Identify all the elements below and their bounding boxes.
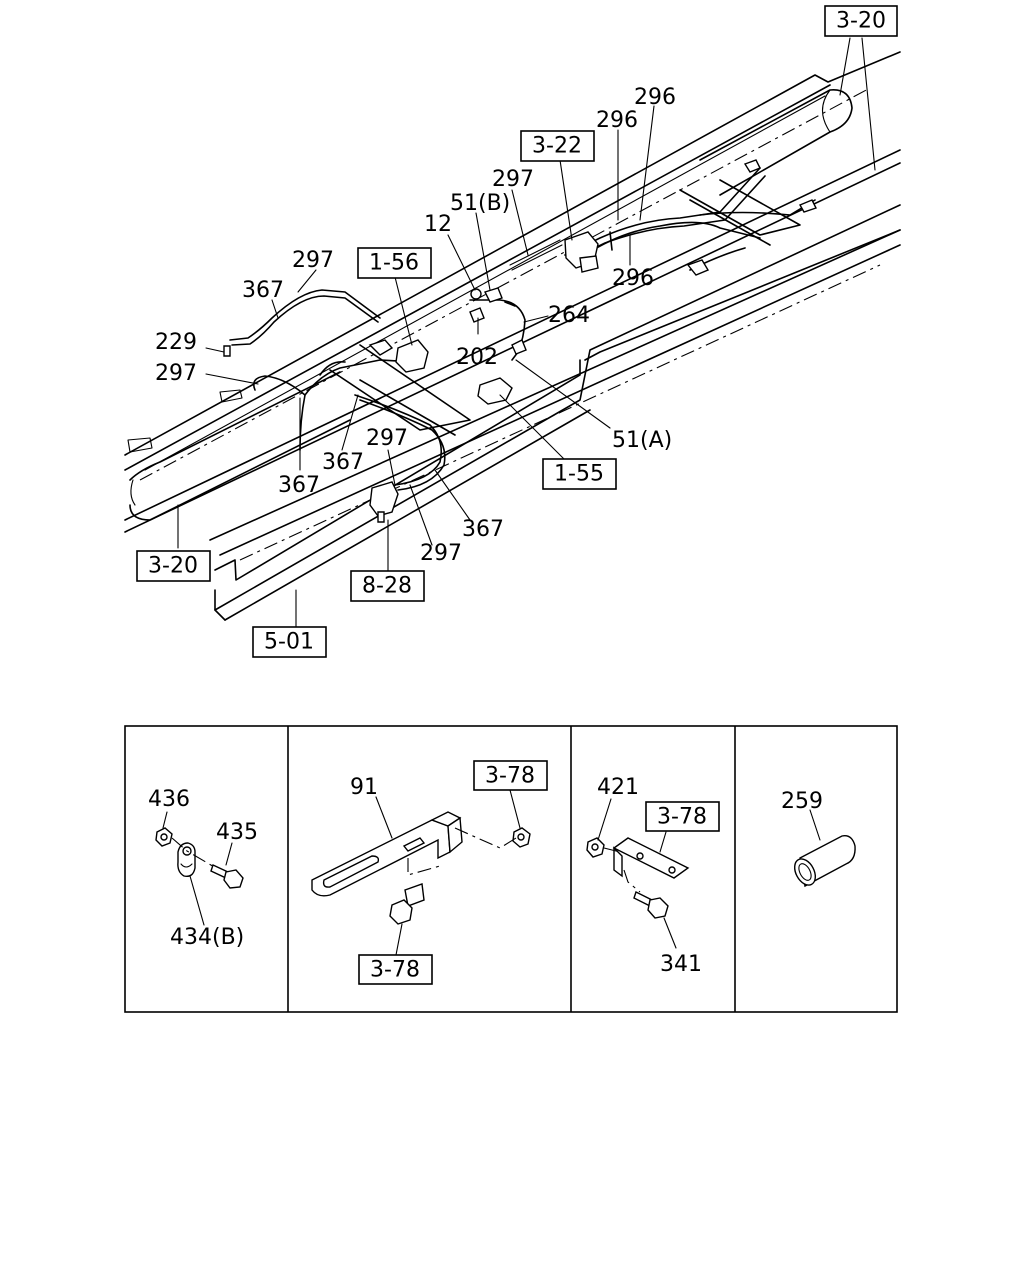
nut-421-icon [586, 837, 605, 858]
part-label-297: 297 [155, 361, 197, 386]
bracket-icon [612, 837, 690, 879]
ref-box-label: 3-20 [148, 554, 198, 579]
wiring-harness [223, 159, 817, 523]
ref-box-label: 1-55 [554, 462, 604, 487]
detail-panel-4: 259 [781, 789, 856, 888]
detail-panel-3: 421 3-78 341 [586, 775, 720, 977]
bolt-341-icon [633, 891, 669, 919]
bracket-91-icon [311, 811, 463, 897]
part-label-436: 436 [148, 787, 190, 812]
ref-box-3-78[interactable]: 3-78 [358, 954, 433, 985]
ref-box-3-22[interactable]: 3-22 [520, 130, 595, 162]
part-label-435: 435 [216, 820, 258, 845]
part-label-367: 367 [242, 278, 284, 303]
bolt-435-icon [210, 864, 244, 889]
chassis-frame-drawing [124, 51, 901, 621]
part-label-91: 91 [350, 775, 378, 800]
part-label-51a: 51(A) [612, 428, 672, 453]
main-part-labels: 296 296 296 297 51(B) 12 297 367 229 297… [155, 85, 676, 566]
sleeve-259-icon [793, 835, 856, 888]
ref-box-5-01[interactable]: 5-01 [252, 626, 327, 658]
part-label-297: 297 [492, 167, 534, 192]
part-label-421: 421 [597, 775, 639, 800]
part-label-297: 297 [420, 541, 462, 566]
part-label-297: 297 [366, 426, 408, 451]
ref-box-label: 3-78 [657, 805, 707, 830]
ref-box-8-28[interactable]: 8-28 [350, 570, 425, 602]
part-label-12: 12 [424, 212, 452, 237]
ref-box-label: 1-56 [369, 251, 419, 276]
ref-box-label: 8-28 [362, 574, 412, 599]
ref-box-label: 3-78 [485, 764, 535, 789]
leader-lines [177, 37, 876, 631]
ref-box-label: 3-22 [532, 134, 582, 159]
part-label-51b: 51(B) [450, 191, 510, 216]
part-label-202: 202 [456, 345, 498, 370]
ref-box-3-20-left[interactable]: 3-20 [136, 550, 211, 582]
ref-box-3-78[interactable]: 3-78 [645, 801, 720, 832]
part-label-297: 297 [292, 248, 334, 273]
part-label-296: 296 [612, 266, 654, 291]
part-label-367: 367 [278, 473, 320, 498]
part-label-296: 296 [596, 108, 638, 133]
part-label-367: 367 [462, 517, 504, 542]
detail-panel-2: 91 3-78 3-78 [311, 760, 548, 985]
part-label-264: 264 [548, 303, 590, 328]
part-label-229: 229 [155, 330, 197, 355]
part-label-367: 367 [322, 450, 364, 475]
ref-box-1-56[interactable]: 1-56 [357, 247, 432, 279]
part-label-259: 259 [781, 789, 823, 814]
ref-box-label: 3-20 [836, 9, 886, 34]
part-label-434b: 434(B) [170, 925, 244, 950]
part-label-296: 296 [634, 85, 676, 110]
bolt-icon [389, 883, 425, 925]
ref-box-3-20-top[interactable]: 3-20 [824, 5, 898, 37]
clip-434b-icon [177, 842, 196, 878]
ref-box-label: 3-78 [370, 958, 420, 983]
nut-icon [512, 827, 531, 848]
detail-panels [124, 725, 898, 1013]
ref-box-label: 5-01 [264, 630, 314, 655]
ref-box-1-55[interactable]: 1-55 [542, 458, 617, 490]
nut-436-icon [155, 827, 173, 847]
detail-panel-1: 436 435 434(B) [148, 787, 258, 950]
ref-box-3-78[interactable]: 3-78 [473, 760, 548, 791]
part-label-341: 341 [660, 952, 702, 977]
